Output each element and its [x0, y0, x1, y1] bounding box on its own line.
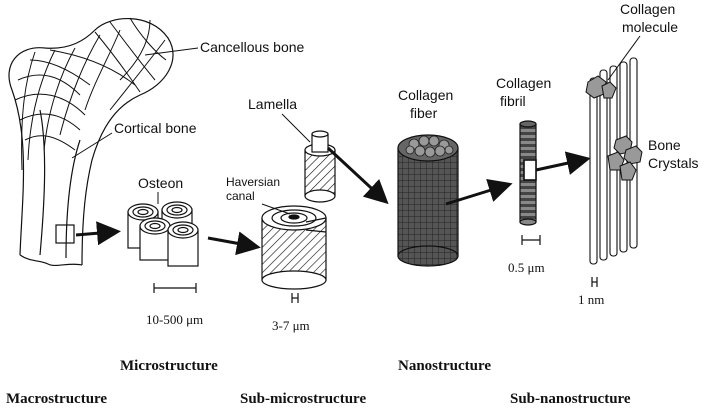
haversian-canal-label-line1: Haversian — [226, 175, 280, 189]
bone-crystals-label-line1: Bone — [648, 137, 681, 153]
collagen-fiber-label-line1: Collagen — [398, 87, 453, 103]
arrow-lamella-to-fiber — [326, 146, 389, 205]
bone-crystals-illustration — [585, 75, 643, 181]
collagen-fibril-label-line2: fibril — [500, 93, 526, 109]
arrow-fiber-to-fibril — [445, 178, 513, 206]
collagen-fibril-label-line1: Collagen — [496, 75, 551, 91]
molecule-scale-label: 1 nm — [578, 292, 604, 307]
level-sub-microstructure: Sub-microstructure — [240, 391, 366, 407]
osteon-scale-label: 10-500 μm — [146, 312, 203, 327]
arrow-osteon-to-lamella — [207, 231, 261, 256]
cortical-bone-label: Cortical bone — [114, 120, 197, 136]
femur-illustration — [8, 17, 174, 267]
haversian-osteon-illustration — [261, 130, 336, 290]
collagen-fiber-illustration — [397, 134, 459, 267]
collagen-molecule-label-line2: molecule — [622, 19, 678, 35]
molecule-scale-bar — [591, 277, 598, 287]
lamella-scale-label: 3-7 μm — [272, 318, 310, 333]
osteon-scale-bar — [153, 283, 197, 293]
level-macrostructure: Macrostructure — [6, 391, 107, 407]
collagen-fibril-illustration — [519, 120, 537, 226]
level-nanostructure: Nanostructure — [398, 358, 491, 374]
osteon-illustration — [127, 201, 199, 267]
collagen-molecule-label-line1: Collagen — [620, 1, 675, 17]
arrow-femur-to-osteon — [75, 221, 121, 246]
fibril-scale-bar — [521, 235, 541, 245]
bone-crystals-label-line2: Crystals — [648, 155, 699, 171]
lamella-label: Lamella — [248, 96, 297, 112]
arrow-fibril-to-molecule — [535, 151, 591, 175]
osteon-label: Osteon — [138, 175, 183, 191]
haversian-canal-label-line2: canal — [226, 189, 255, 203]
lamella-scale-bar — [291, 293, 299, 303]
level-microstructure: Microstructure — [120, 358, 218, 374]
level-sub-nanostructure: Sub-nanostructure — [510, 391, 631, 407]
collagen-fiber-label-line2: fiber — [410, 105, 438, 121]
fibril-scale-label: 0.5 μm — [508, 260, 545, 275]
cancellous-bone-label: Cancellous bone — [200, 39, 305, 55]
